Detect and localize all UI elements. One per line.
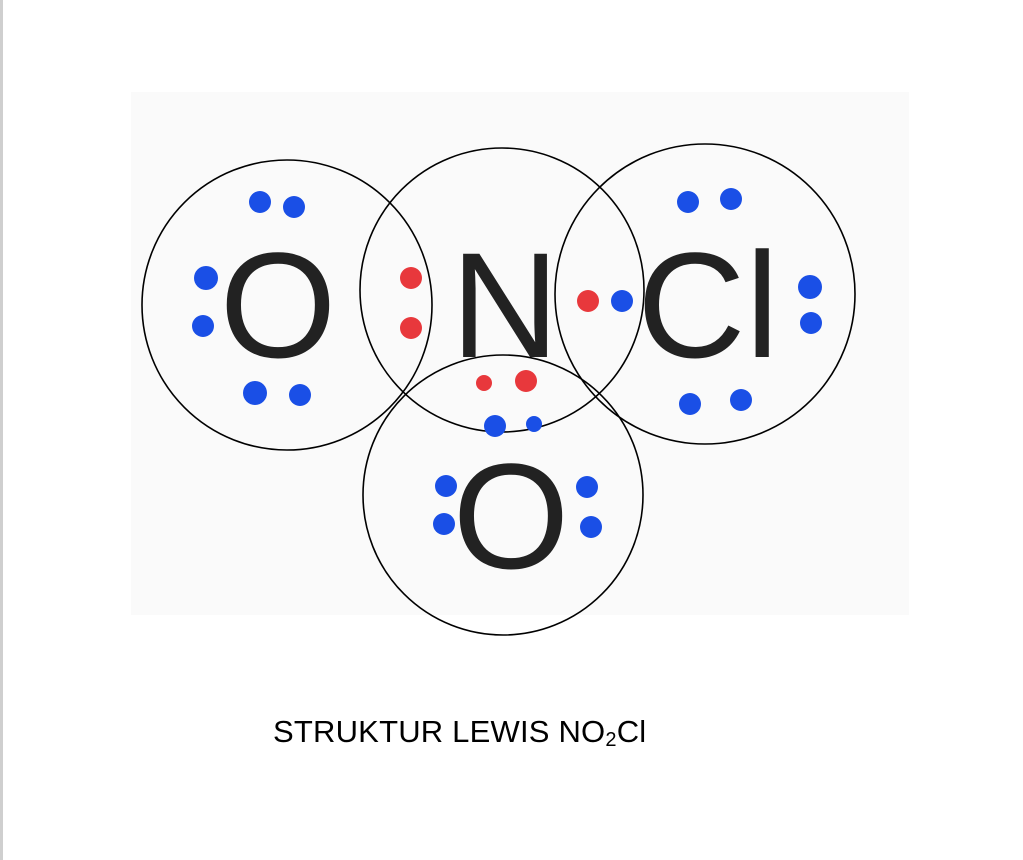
oxygen-left-shell [141, 159, 433, 451]
caption-main: STRUKTUR LEWIS NO [273, 714, 606, 749]
electron-dot [484, 415, 506, 437]
electron-dot [577, 290, 599, 312]
electron-dot [476, 375, 492, 391]
electron-dot [400, 317, 422, 339]
caption-subscript: 2 [605, 729, 617, 751]
electron-dot [720, 188, 742, 210]
electron-dot [526, 416, 542, 432]
electron-dot [433, 513, 455, 535]
electron-dot [576, 476, 598, 498]
chlorine-shell [554, 143, 856, 445]
electron-dot [798, 275, 822, 299]
diagram-caption: STRUKTUR LEWIS NO2Cl [273, 714, 646, 750]
electron-dot [515, 370, 537, 392]
chlorine-electrons [611, 188, 822, 415]
chlorine-symbol: Cl [637, 221, 779, 389]
electron-dot [611, 290, 633, 312]
electron-dot [249, 191, 271, 213]
oxygen-left-electrons [192, 191, 311, 406]
electron-dot [435, 475, 457, 497]
electron-dot [243, 381, 267, 405]
electron-dot [194, 266, 218, 290]
page-left-border [0, 0, 3, 860]
electron-dot [192, 315, 214, 337]
electron-dot [800, 312, 822, 334]
oxygen-bottom-electrons [433, 415, 602, 538]
diagram-background [131, 92, 909, 615]
electron-dot [400, 267, 422, 289]
atom-symbols: O N Cl O [220, 221, 779, 600]
caption-tail: Cl [616, 714, 647, 749]
oxygen-bottom-symbol: O [453, 432, 570, 600]
oxygen-bottom-shell [362, 354, 644, 636]
electron-dot [679, 393, 701, 415]
oxygen-left-symbol: O [220, 221, 337, 389]
electron-dot [283, 196, 305, 218]
nitrogen-electrons [400, 267, 599, 392]
electron-dot [730, 389, 752, 411]
electron-dot [677, 191, 699, 213]
electron-dot [289, 384, 311, 406]
electron-dot [580, 516, 602, 538]
nitrogen-symbol: N [451, 221, 559, 389]
